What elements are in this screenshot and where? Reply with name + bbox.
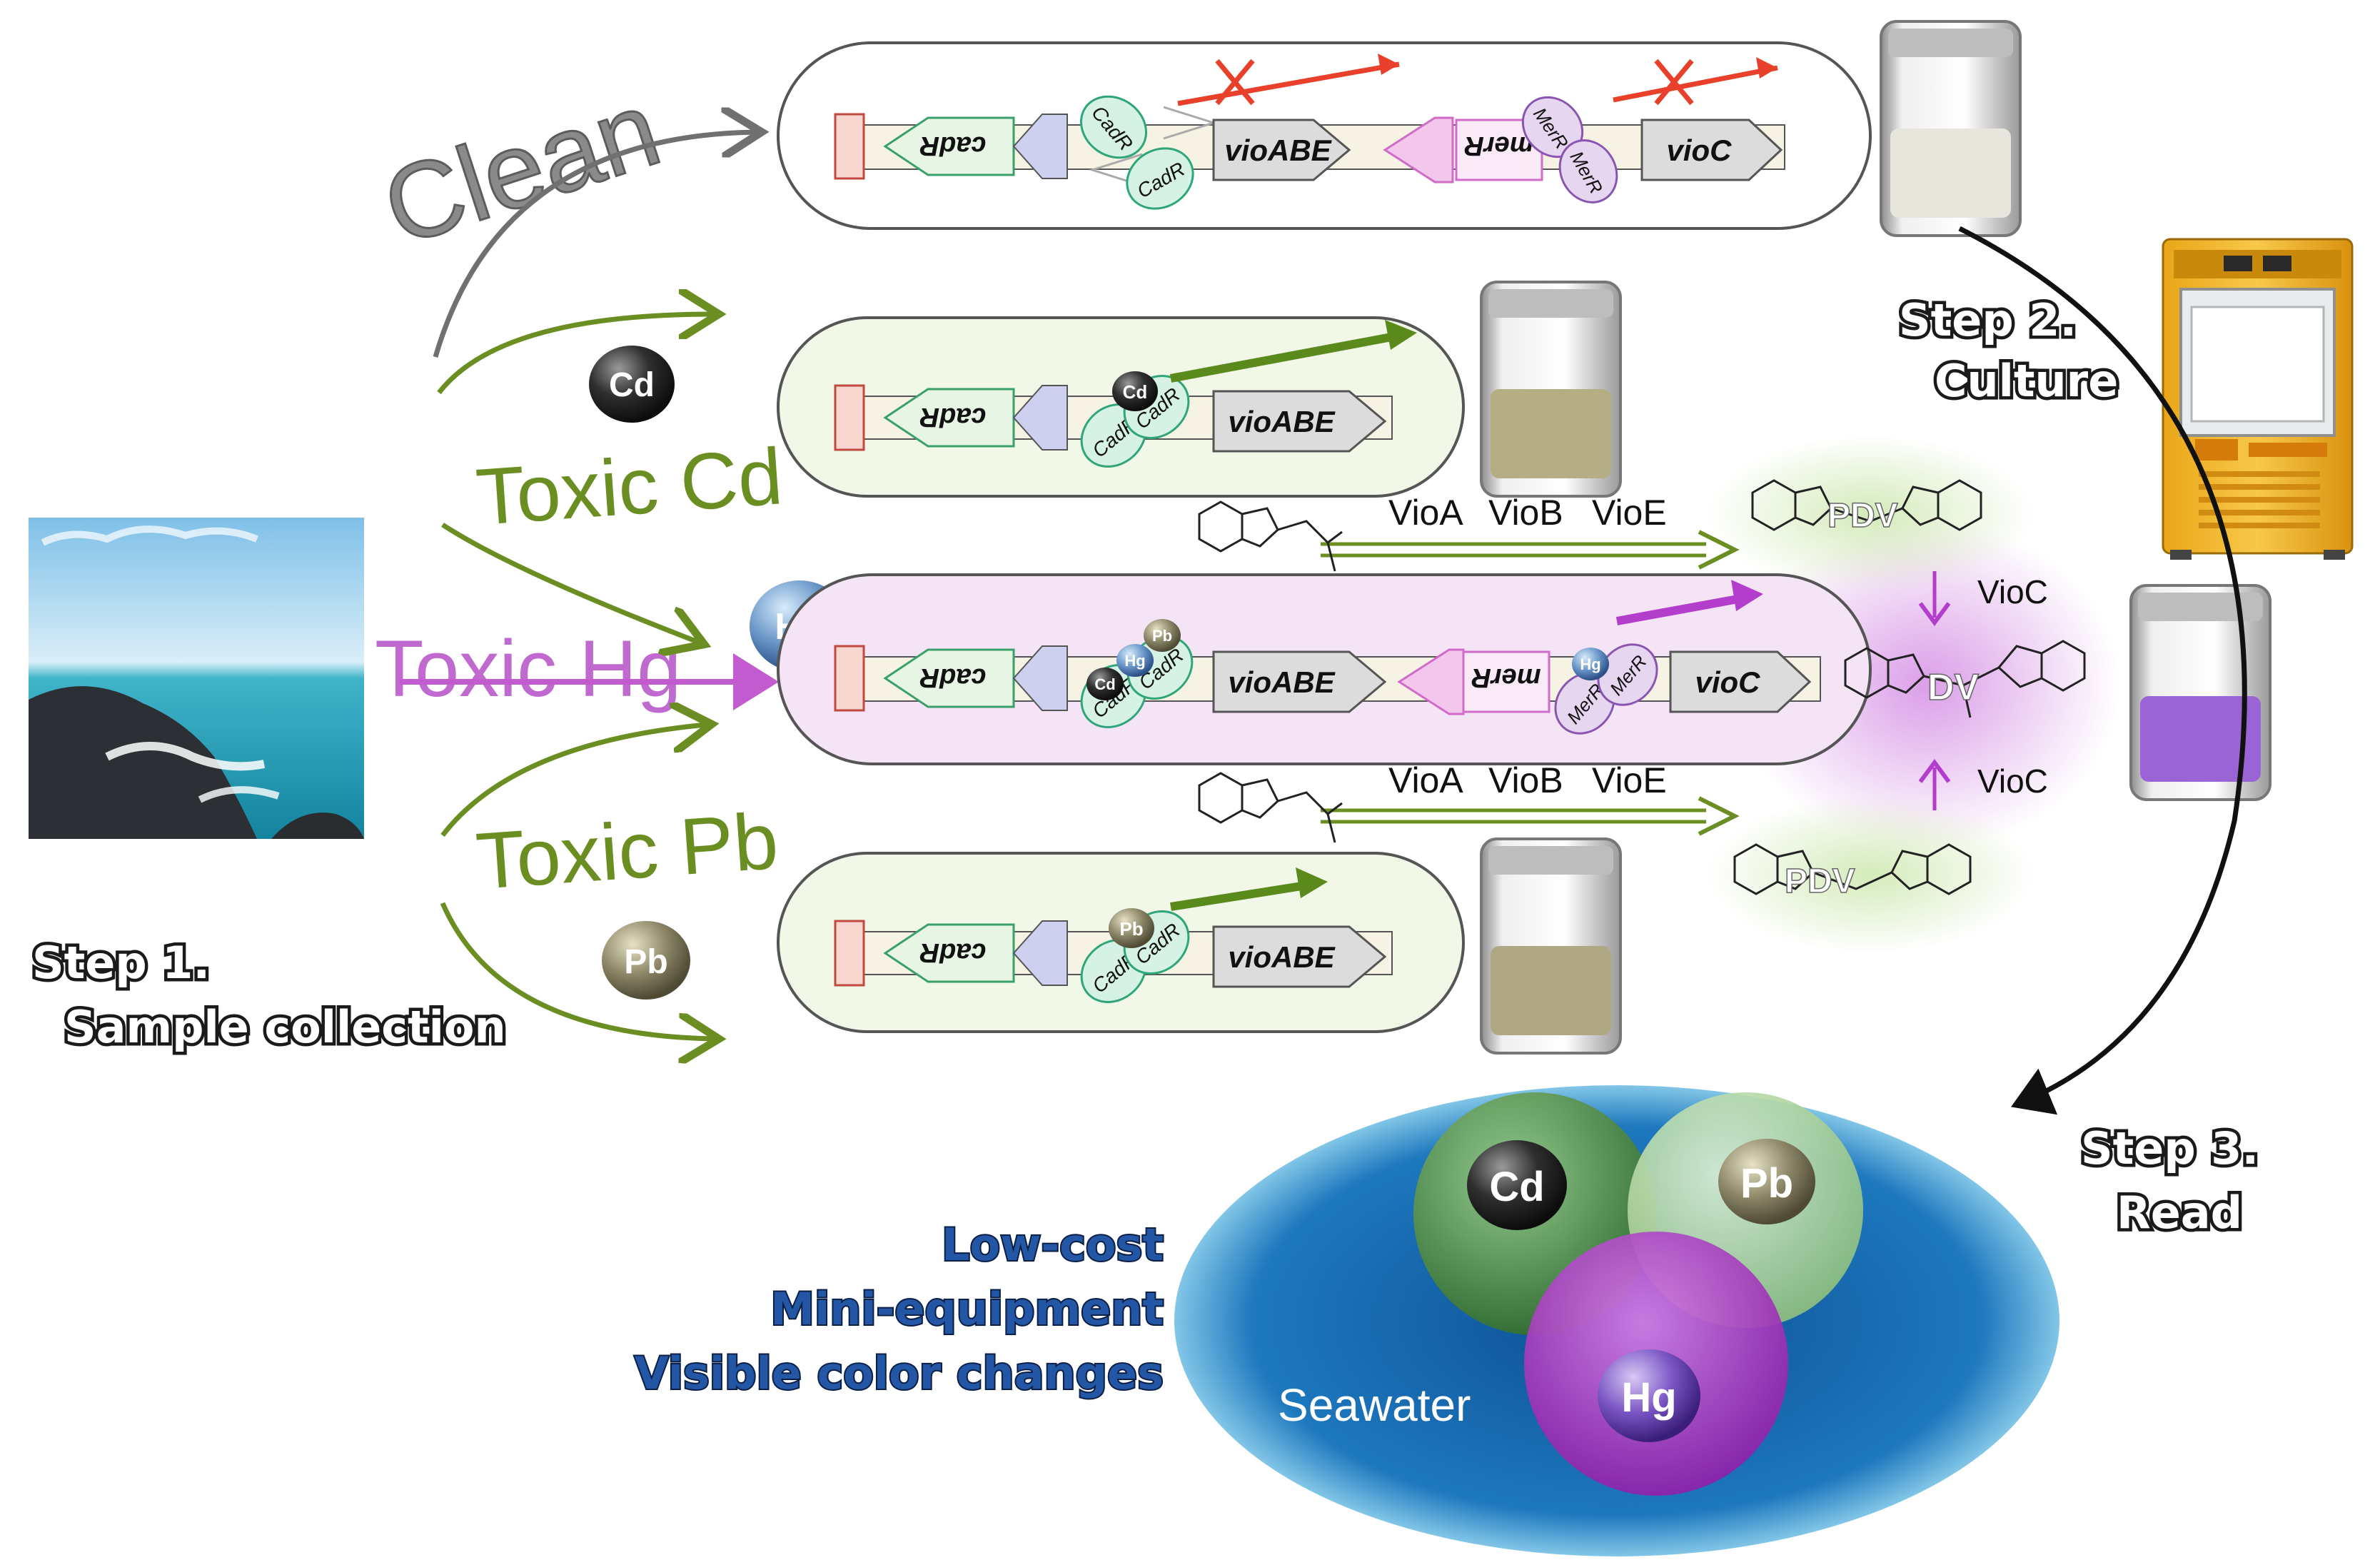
merR-gene-label: merR — [1464, 131, 1534, 161]
vial-clean — [1880, 20, 2022, 237]
seawater-venn: Cd Pb Hg Seawater — [1174, 1085, 2059, 1556]
benefit-mini-equipment: Mini-equipment — [770, 1283, 1164, 1335]
step2-line1: Step 2. — [1899, 294, 2077, 346]
pathway-arrow-top — [1321, 542, 1706, 558]
pb-bound-label: Pb — [1152, 627, 1172, 645]
merR-gene-label: merR — [1471, 663, 1541, 693]
label-toxic-pb: Toxic Pb — [473, 796, 781, 906]
vioABE-label: vioABE — [1224, 134, 1332, 167]
enzyme-vioA-top: VioA — [1388, 493, 1463, 533]
cadR-protein — [1079, 95, 1148, 159]
promoter-box — [834, 113, 865, 180]
enzyme-vioC-bottom: VioC — [1977, 763, 2048, 800]
hg-bound-label: Hg — [1124, 652, 1145, 670]
venn-pb-label: Pb — [1740, 1160, 1793, 1207]
seawater-label: Seawater — [1278, 1379, 1471, 1431]
cd-bound-ball — [1112, 371, 1158, 411]
vioC-gene — [1640, 119, 1783, 181]
pdv-glow-bottom — [1706, 796, 2034, 953]
expression-arrow-pb — [1170, 881, 1307, 911]
arrow-clean — [433, 132, 757, 358]
cadR-gene-label: cadR — [919, 402, 986, 432]
pdv-label-bottom: PDV — [1785, 862, 1855, 900]
vial-cd — [1480, 281, 1622, 498]
blocked-x-vioC — [1654, 59, 1694, 106]
enzyme-vioB-top: VioB — [1488, 493, 1563, 533]
cadR-gene-label: cadR — [919, 937, 986, 967]
label-toxic-cd: Toxic Cd — [473, 431, 785, 542]
enzyme-vioB-bottom: VioB — [1488, 760, 1563, 800]
blocked-arrow-vioC — [1613, 65, 1778, 103]
expression-arrow-cd — [1169, 331, 1401, 383]
vioABE-label: vioABE — [1228, 665, 1336, 699]
vial-hg — [2129, 584, 2271, 801]
arrow-mid-down — [440, 725, 707, 837]
incubator-shaker — [2162, 238, 2354, 560]
cadR-protein — [1126, 147, 1194, 210]
pdv-glow-top — [1706, 436, 2034, 593]
pdv-label-top: PDV — [1827, 497, 1898, 535]
benefit-low-cost: Low-cost — [942, 1219, 1164, 1271]
benefit-visible-color: Visible color changes — [635, 1347, 1164, 1399]
dv-molecule — [1844, 640, 2086, 718]
cadR-promoter — [1012, 114, 1068, 179]
cadR-gene-label: cadR — [919, 131, 986, 161]
blocked-arrow-vioABE — [1177, 61, 1400, 106]
step2-line2: Culture — [1935, 355, 2118, 407]
cd-bound-label: Cd — [1094, 675, 1115, 693]
vioC-label: vioC — [1666, 134, 1732, 167]
enzyme-vioE-top: VioE — [1592, 493, 1667, 533]
substrate-molecule-bottom — [1198, 772, 1343, 843]
label-clean: Clean — [370, 68, 673, 268]
dv-label: DV — [1927, 667, 1980, 708]
sea-photo — [29, 518, 364, 839]
process-arc — [1958, 226, 2247, 1115]
arrow-mid-up — [441, 523, 700, 643]
cd-bound-label: Cd — [1123, 381, 1148, 403]
pdv-molecule-bottom — [1733, 843, 1972, 895]
label-toxic-hg: Toxic Hg — [375, 624, 681, 713]
enzyme-vioA-bottom: VioA — [1388, 760, 1463, 800]
merR-gene — [1455, 119, 1543, 181]
venn-cd-label: Cd — [1489, 1164, 1544, 1210]
step1-line1: Step 1. — [32, 937, 210, 989]
blocked-x-vioABE — [1215, 59, 1255, 106]
pathway-arrow-bottom — [1321, 808, 1706, 824]
merR-protein — [1558, 139, 1618, 203]
pb-bound-ball — [1109, 908, 1154, 948]
cell-cd: cadR CadR CadR Cd vioABE — [777, 316, 1465, 498]
cell-clean: cadR CadR CadR vioABE merR MerR MerR vio… — [777, 41, 1872, 230]
merR-promoter — [1383, 116, 1454, 183]
pb-ball-label: Pb — [624, 943, 667, 981]
step1-line2: Sample collection — [64, 1001, 506, 1053]
enzyme-vioE-bottom: VioE — [1592, 760, 1667, 800]
vioABE-gene — [1212, 119, 1351, 181]
cell-pb: cadR CadR CadR Pb vioABE — [777, 852, 1465, 1033]
enzyme-vioC-top: VioC — [1977, 573, 2048, 610]
pdv-molecule-top — [1751, 479, 1982, 531]
step3-line2: Read — [2117, 1187, 2242, 1239]
pb-ball-input: Pb — [602, 921, 690, 1000]
vioABE-label: vioABE — [1228, 940, 1336, 974]
cd-ball-input: Cd — [589, 346, 675, 423]
expression-arrow-hg — [1615, 594, 1743, 625]
step3-line1: Step 3. — [2081, 1122, 2259, 1174]
arrow-cd — [437, 314, 714, 395]
hg-bound-label: Hg — [1580, 655, 1600, 673]
vial-pb — [1480, 837, 1622, 1055]
vioC-label: vioC — [1695, 665, 1760, 699]
arrow-pb — [440, 902, 714, 1039]
cell-hg: cadR CadR CadR Cd Hg Pb vioABE merR MerR… — [777, 573, 1872, 765]
bidir-arrow-lower — [1088, 153, 1143, 187]
cd-ball-label: Cd — [609, 366, 655, 404]
cadR-gene-label: cadR — [919, 663, 986, 693]
venn-hg-label: Hg — [1621, 1374, 1676, 1421]
substrate-molecule-top — [1198, 500, 1343, 572]
vioABE-label: vioABE — [1228, 405, 1336, 438]
pb-bound-label: Pb — [1119, 918, 1143, 940]
